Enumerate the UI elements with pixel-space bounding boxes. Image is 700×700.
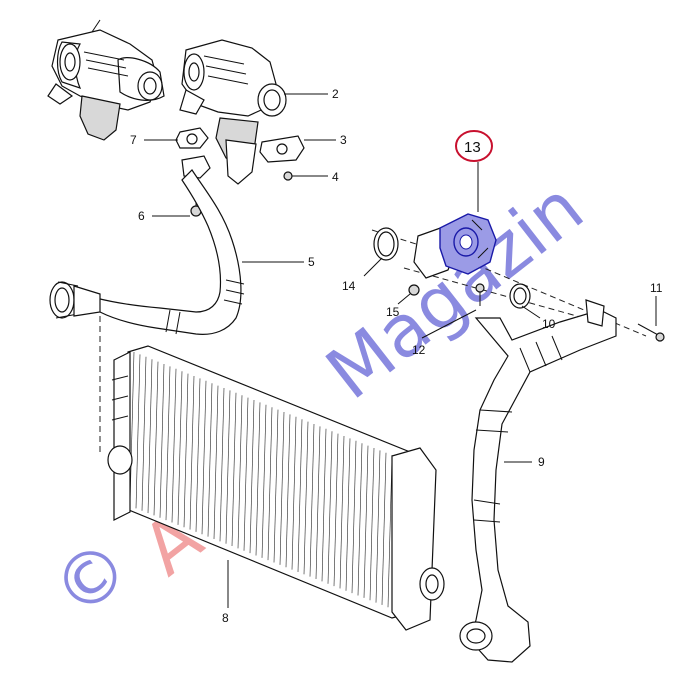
intercooler-fin [333, 433, 339, 587]
bolt-12 [475, 283, 485, 306]
intercooler-fin [381, 452, 387, 605]
intercooler-fin [327, 431, 333, 584]
hose-clamp-left [49, 281, 101, 319]
gasket-3 [259, 135, 305, 163]
intercooler-fin [303, 421, 309, 575]
watermark-copyright: © [37, 523, 145, 634]
intercooler-fin [279, 411, 285, 565]
intercooler-fin [201, 380, 207, 535]
label-3: 3 [340, 133, 347, 147]
leader-lines [144, 93, 657, 608]
intercooler-fins [129, 351, 405, 613]
intercooler-fin [285, 414, 291, 568]
turbocharger-right [179, 39, 287, 185]
part-labels: 2 3 4 5 6 7 8 9 10 11 12 13 14 15 [130, 87, 663, 625]
intercooler-fin [165, 366, 171, 521]
intercooler-fin [153, 361, 159, 516]
label-2: 2 [332, 87, 339, 101]
intercooler-fin [237, 395, 243, 549]
intercooler-fin [249, 399, 255, 554]
throttle-housing-13 [413, 213, 497, 279]
intercooler-fin [261, 404, 267, 558]
intercooler-fin [189, 375, 195, 530]
nut-4 [283, 171, 293, 181]
intercooler-fin [141, 356, 147, 511]
intercooler-fin [171, 368, 177, 523]
intercooler-fin [255, 402, 261, 556]
intercooler-fin [147, 359, 153, 514]
intercooler-fin [129, 351, 135, 507]
screw-15 [408, 284, 420, 296]
intercooler-fin [351, 440, 357, 594]
intercooler-fin [315, 426, 321, 580]
o-ring-14 [373, 227, 399, 261]
label-6: 6 [138, 209, 145, 223]
label-12: 12 [412, 343, 426, 357]
label-15: 15 [386, 305, 400, 319]
intercooler-fin [195, 378, 201, 532]
alignment-line-throttle-2 [403, 267, 585, 319]
label-9: 9 [538, 455, 545, 469]
label-11: 11 [650, 281, 663, 295]
label-5: 5 [308, 255, 315, 269]
intercooler-fin [225, 390, 231, 544]
intercooler-fin [177, 371, 183, 525]
intercooler-8 [107, 345, 445, 631]
intercooler-fin [219, 387, 225, 542]
intercooler-fin [273, 409, 279, 563]
intercooler-fin [183, 373, 189, 528]
label-13: 13 [464, 139, 481, 156]
label-14: 14 [342, 279, 356, 293]
charge-pipe-9 [459, 299, 617, 663]
intercooler-fin [363, 445, 369, 598]
intercooler-fin [231, 392, 237, 547]
intercooler-fin [159, 363, 165, 518]
intercooler-fin [243, 397, 249, 551]
bolt-11 [637, 323, 665, 342]
intercooler-fin [387, 455, 393, 608]
intercooler-fin [369, 447, 375, 601]
intercooler-fin [207, 383, 213, 537]
charge-pipe-5 [95, 169, 245, 335]
intercooler-fin [357, 443, 363, 596]
intercooler-fin [339, 435, 345, 589]
intercooler-fin [135, 354, 141, 509]
highlight-circle-13 [455, 130, 493, 162]
intercooler-fin [267, 407, 273, 561]
label-4: 4 [332, 170, 339, 184]
intercooler-fin [375, 450, 381, 603]
intercooler-fin [309, 423, 315, 577]
label-10: 10 [542, 317, 556, 331]
label-8: 8 [222, 611, 229, 625]
o-ring-10 [509, 283, 531, 309]
intercooler-fin [297, 419, 303, 572]
label-7: 7 [130, 133, 137, 147]
turbocharger-left [47, 19, 165, 141]
intercooler-fin [213, 385, 219, 539]
gasket-7 [175, 127, 209, 149]
intercooler-fin [291, 416, 297, 570]
intercooler-fin [345, 438, 351, 591]
intercooler-fin [321, 428, 327, 582]
